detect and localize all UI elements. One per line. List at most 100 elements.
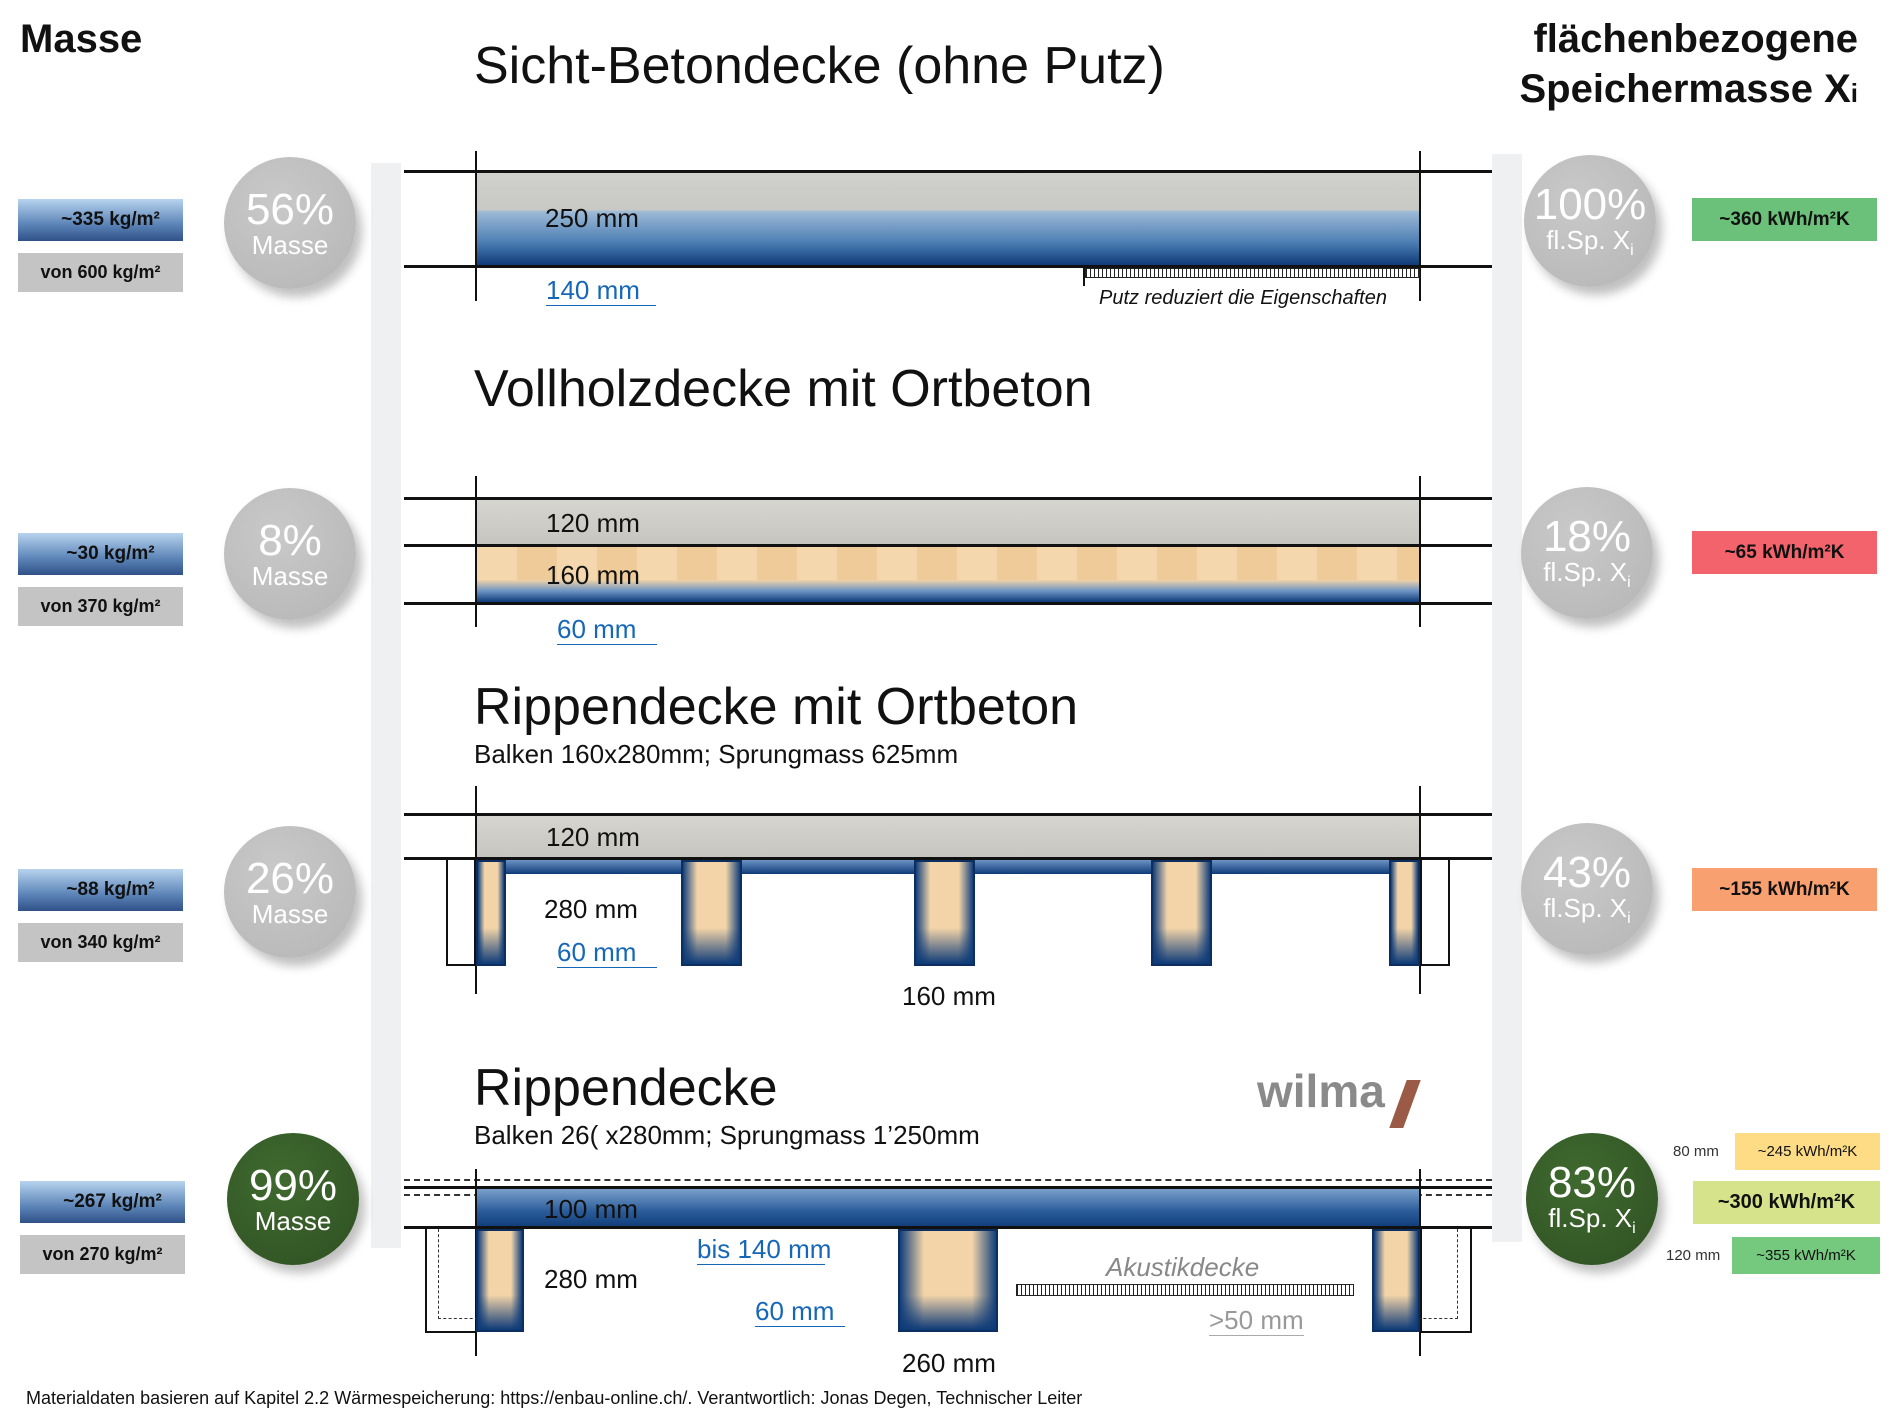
section-title-vollholz: Vollholzdecke mit Ortbeton bbox=[474, 360, 1093, 418]
acoustic-ceiling-label: Akustikdecke bbox=[1106, 1252, 1260, 1282]
line bbox=[1419, 476, 1421, 627]
active-layer-label: 60 mm bbox=[557, 939, 657, 968]
storage-word-text: fl.Sp. X bbox=[1548, 1202, 1633, 1233]
rib-beam bbox=[898, 1229, 998, 1332]
concrete-layer bbox=[477, 816, 1419, 857]
mass-value-bar: ~267 kg/m² bbox=[20, 1181, 185, 1223]
line bbox=[404, 1186, 1492, 1189]
storage-word-text: fl.Sp. X bbox=[1546, 224, 1631, 255]
storage-column-title: flächenbezogene Speichermasse Xi bbox=[1519, 14, 1858, 114]
line bbox=[404, 544, 1492, 547]
active-layer-label: 140 mm bbox=[546, 277, 656, 306]
total-mass-bar: von 270 kg/m² bbox=[20, 1235, 185, 1274]
rib-beam bbox=[681, 860, 742, 966]
mass-value-bar: ~335 kg/m² bbox=[18, 199, 183, 241]
rib-width: 260 mm bbox=[902, 1348, 996, 1378]
rib-beam bbox=[1389, 860, 1420, 966]
variant-value-box: ~245 kWh/m²K bbox=[1735, 1133, 1880, 1170]
mass-value-bar: ~30 kg/m² bbox=[18, 533, 183, 575]
storage-word-sub: i bbox=[1630, 242, 1634, 260]
rib-beam bbox=[476, 860, 506, 966]
mass-value-bar: ~88 kg/m² bbox=[18, 869, 183, 911]
mass-percent: 56% bbox=[245, 185, 335, 234]
rib-beam bbox=[1151, 860, 1212, 966]
line bbox=[404, 265, 1492, 268]
line bbox=[1083, 266, 1085, 286]
storage-percent: 18% bbox=[1542, 511, 1632, 561]
plaster-layer bbox=[1085, 268, 1420, 278]
line bbox=[1419, 151, 1421, 301]
line bbox=[404, 857, 1492, 860]
rib-beam bbox=[914, 860, 975, 966]
mass-word: Masse bbox=[251, 899, 329, 929]
mass-percent-circle: 56%Masse bbox=[224, 157, 356, 289]
line bbox=[475, 476, 477, 627]
storage-title-text: Speichermasse X bbox=[1519, 67, 1851, 111]
storage-word-sub: i bbox=[1632, 1220, 1636, 1238]
storage-value-box: ~360 kWh/m²K bbox=[1692, 198, 1877, 241]
left-divider bbox=[371, 163, 401, 1248]
storage-value-box: ~300 kWh/m²K bbox=[1693, 1181, 1880, 1224]
storage-title-line2: Speichermasse Xi bbox=[1519, 64, 1858, 114]
storage-word: fl.Sp. Xi bbox=[1521, 559, 1653, 591]
plaster-note: Putz reduziert die Eigenschaften bbox=[1099, 287, 1387, 309]
storage-percent: 100% bbox=[1533, 179, 1647, 229]
line bbox=[475, 151, 477, 301]
section-title-rippendecke: Rippendecke bbox=[474, 1059, 778, 1117]
rib-width: 160 mm bbox=[902, 981, 996, 1011]
storage-value-box: ~155 kWh/m²K bbox=[1692, 868, 1877, 911]
line bbox=[404, 170, 1492, 173]
section-title-sichtbeton: Sicht-Betondecke (ohne Putz) bbox=[474, 37, 1165, 95]
right-divider bbox=[1492, 154, 1522, 1242]
concrete-layer bbox=[477, 500, 1419, 544]
storage-percent: 83% bbox=[1547, 1157, 1637, 1207]
mass-percent-circle: 99%Masse bbox=[227, 1133, 359, 1265]
slab-thickness: 100 mm bbox=[544, 1194, 638, 1224]
mass-percent: 26% bbox=[245, 854, 335, 903]
mass-word: Masse bbox=[254, 1206, 332, 1236]
concrete-thickness: 120 mm bbox=[546, 508, 640, 538]
rib-outline bbox=[1420, 1229, 1472, 1333]
thickness-label: 250 mm bbox=[545, 203, 639, 233]
storage-percent: 43% bbox=[1542, 847, 1632, 897]
dashed-line bbox=[404, 1179, 1492, 1181]
variant-thickness: 120 mm bbox=[1666, 1247, 1721, 1264]
dashed-outline bbox=[438, 1229, 478, 1319]
line bbox=[404, 813, 1492, 816]
rib-beam bbox=[476, 1229, 524, 1332]
acoustic-ceiling bbox=[1016, 1284, 1354, 1296]
section-title-rippendecke-ortbeton: Rippendecke mit Ortbeton bbox=[474, 678, 1079, 736]
wilma-logo: wilma bbox=[1257, 1065, 1385, 1117]
concrete-slab-active bbox=[477, 1189, 1419, 1226]
mass-percent: 99% bbox=[248, 1161, 338, 1210]
mass-percent-circle: 26%Masse bbox=[224, 826, 356, 958]
total-mass-bar: von 370 kg/m² bbox=[18, 587, 183, 626]
storage-word: fl.Sp. Xi bbox=[1524, 227, 1656, 259]
active-layer-label: bis 140 mm bbox=[697, 1234, 832, 1265]
section-subtitle: Balken 160x280mm; Sprungmass 625mm bbox=[474, 739, 959, 769]
variant-thickness: 80 mm bbox=[1673, 1143, 1719, 1160]
total-mass-bar: von 600 kg/m² bbox=[18, 253, 183, 292]
storage-title-line1: flächenbezogene bbox=[1533, 17, 1858, 61]
line bbox=[404, 602, 1492, 605]
storage-word: fl.Sp. Xi bbox=[1521, 895, 1653, 927]
storage-percent-circle: 83%fl.Sp. Xi bbox=[1526, 1133, 1658, 1265]
rib-height: 280 mm bbox=[544, 894, 638, 924]
mass-percent-circle: 8%Masse bbox=[224, 488, 356, 620]
storage-word-text: fl.Sp. X bbox=[1543, 556, 1628, 587]
rib-height: 280 mm bbox=[544, 1264, 638, 1294]
line bbox=[404, 1226, 1492, 1229]
total-mass-bar: von 340 kg/m² bbox=[18, 923, 183, 962]
wilma-logo-mark bbox=[1389, 1080, 1421, 1128]
storage-value-box: ~65 kWh/m²K bbox=[1692, 531, 1877, 574]
rib-beam bbox=[1372, 1229, 1420, 1332]
line bbox=[404, 497, 1492, 500]
active-rib-label: 60 mm bbox=[755, 1298, 845, 1327]
storage-word: fl.Sp. Xi bbox=[1526, 1205, 1658, 1237]
timber-thickness: 160 mm bbox=[546, 560, 640, 590]
concrete-thickness: 120 mm bbox=[546, 822, 640, 852]
storage-word-sub: i bbox=[1627, 574, 1631, 592]
active-timber-layer bbox=[477, 580, 1419, 602]
active-layer-label: 60 mm bbox=[557, 616, 657, 645]
mass-word: Masse bbox=[251, 561, 329, 591]
